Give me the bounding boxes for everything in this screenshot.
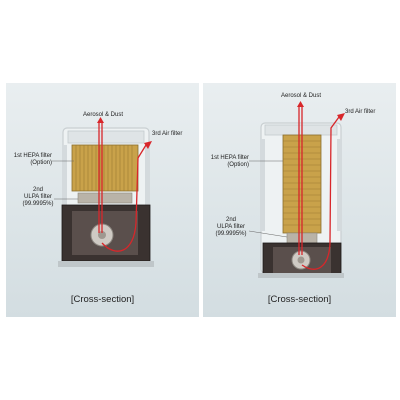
hepa-label: 1st HEPA filter (Option)	[203, 155, 249, 169]
caption-right: [Cross-section]	[267, 294, 332, 305]
airflow-path	[98, 123, 147, 252]
cross-section-drawing-left	[52, 117, 154, 267]
third-filter-label: 3rd Air filter	[345, 109, 376, 115]
device-base	[258, 273, 344, 278]
intake-arrowhead	[297, 101, 304, 107]
side-grille-right	[145, 145, 150, 205]
cross-section-panel-right: Aerosol & Dust 3rd Air filter 1st HEPA f…	[203, 83, 396, 317]
ulpa-label: 2nd ULPA filter (99.9995%)	[20, 187, 56, 208]
cross-section-drawing-right	[248, 101, 345, 278]
aerosol-label: Aerosol & Dust	[82, 112, 124, 118]
hepa-label-line1: 1st HEPA filter	[13, 153, 52, 159]
ulpa-label-line2: ULPA filter	[217, 224, 245, 230]
cross-section-panel-left: Aerosol & Dust 3rd Air filter 1st HEPA f…	[6, 83, 199, 317]
ulpa-label: 2nd ULPA filter (99.9995%)	[213, 217, 249, 238]
caption-left: [Cross-section]	[70, 294, 135, 305]
aerosol-label: Aerosol & Dust	[280, 93, 322, 99]
hepa-label-line2: (Option)	[227, 162, 249, 168]
ulpa-label-line1: 2nd	[32, 187, 43, 193]
hepa-label-line2: (Option)	[30, 160, 52, 166]
ulpa-label-line3: (99.9995%)	[22, 201, 54, 207]
side-grille-right	[337, 139, 342, 231]
hepa-pleats	[75, 145, 133, 191]
ulpa-label-line3: (99.9995%)	[215, 231, 247, 237]
side-grille-left	[62, 145, 67, 205]
intake-arrowhead	[97, 117, 104, 123]
motor-hub	[297, 256, 305, 264]
ulpa-label-line1: 2nd	[225, 217, 236, 223]
leader-lines	[248, 160, 288, 238]
third-filter-label: 3rd Air filter	[152, 131, 183, 137]
airflow-arrowhead	[337, 113, 345, 121]
airflow-path	[298, 107, 340, 270]
hepa-label: 1st HEPA filter (Option)	[6, 153, 52, 167]
ulpa-label-line2: ULPA filter	[24, 194, 52, 200]
side-grille-left	[260, 139, 265, 231]
device-base	[58, 261, 154, 267]
hepa-label-line1: 1st HEPA filter	[210, 155, 249, 161]
top-cap	[264, 124, 338, 136]
airflow-arrowhead	[144, 141, 152, 149]
ulpa-filter	[77, 192, 133, 204]
motor-hub	[98, 231, 106, 239]
top-cap	[67, 130, 145, 144]
leader-lines	[52, 160, 78, 200]
